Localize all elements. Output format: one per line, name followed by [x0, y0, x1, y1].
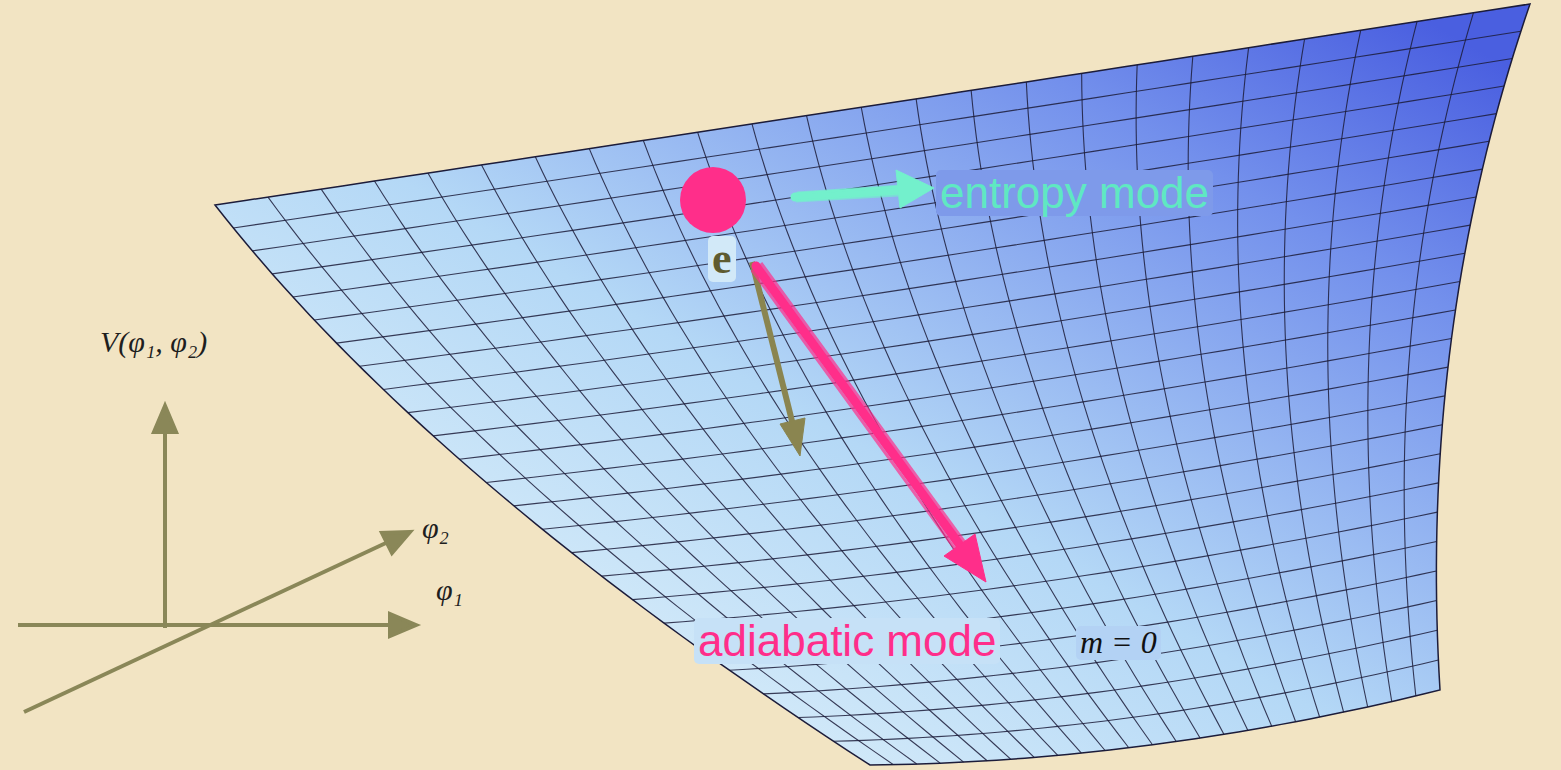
axes [18, 406, 416, 712]
mesh-line [314, 141, 1489, 320]
mesh-line [643, 140, 1057, 755]
mesh-line [459, 310, 1455, 459]
mesh-line [542, 396, 1445, 529]
mesh-line [408, 253, 1465, 412]
mesh-line [486, 339, 1451, 483]
mass-note: m = 0 [1076, 626, 1161, 660]
mode-arrows [680, 167, 986, 582]
mesh-line [1188, 56, 1295, 721]
mode-label: entropy mode [936, 170, 1213, 216]
mesh-line [514, 367, 1448, 506]
mesh-line [337, 169, 1483, 343]
mesh-line [482, 165, 988, 761]
axis-label: V(φ₁, φ₂) [96, 326, 211, 358]
mesh-line [1328, 30, 1368, 707]
mesh-line [1404, 13, 1473, 696]
field-ball [680, 167, 746, 233]
mesh-line [233, 31, 1521, 228]
mode-label: adiabatic mode [694, 618, 1000, 664]
mesh-line [535, 157, 1010, 759]
mesh-line [602, 454, 1441, 576]
mesh-line [632, 483, 1438, 600]
axis-label: φ₂ [418, 512, 453, 544]
potential-surface [215, 4, 1530, 765]
mesh-line [293, 114, 1496, 297]
mesh-line [834, 660, 1439, 741]
surface-fill [215, 4, 1530, 765]
mesh-line [1284, 39, 1343, 712]
mesh-line [572, 425, 1443, 553]
vector-label: e [708, 236, 736, 282]
mesh-line [1368, 22, 1417, 702]
axis-label: φ₁ [432, 574, 467, 606]
mesh-line [252, 59, 1512, 251]
entropy-arrow [795, 170, 934, 208]
mesh-line [360, 197, 1477, 366]
adiabatic-arrow [752, 263, 986, 582]
mesh-line [433, 282, 1460, 436]
mesh-line [664, 512, 1437, 623]
mesh-line [1238, 48, 1320, 717]
mesh-line [272, 86, 1504, 274]
mesh-line [321, 189, 917, 764]
mesh-line [589, 149, 1034, 758]
mesh-line [374, 181, 940, 763]
